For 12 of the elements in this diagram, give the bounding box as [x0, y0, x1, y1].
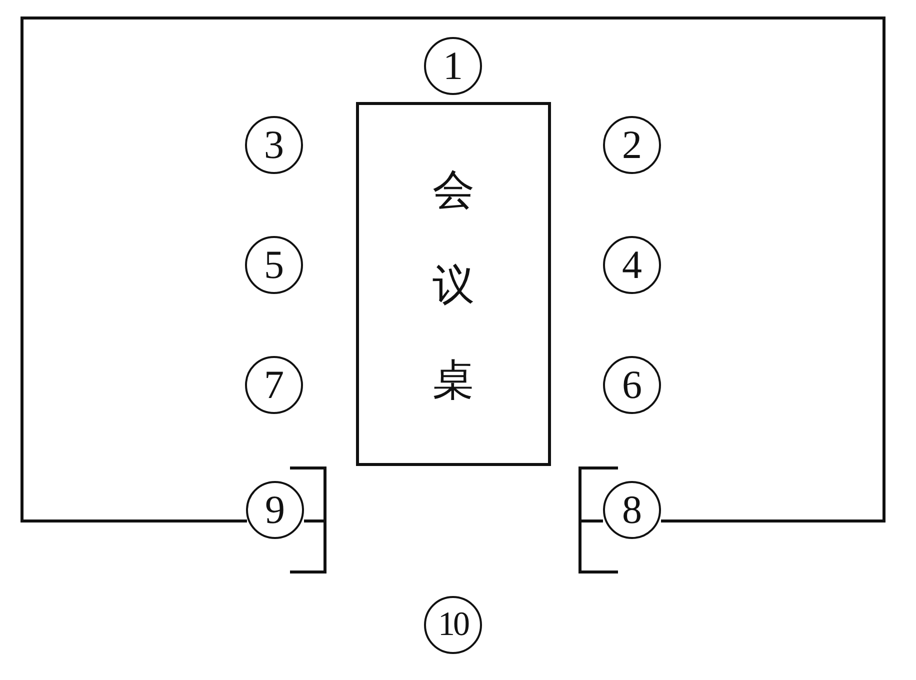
seat-marker: 4: [603, 236, 661, 294]
seat-marker: 8: [603, 481, 661, 539]
conference-table: [356, 102, 551, 466]
seat-marker: 7: [245, 356, 303, 414]
seat-marker: 3: [245, 116, 303, 174]
seat-marker: 6: [603, 356, 661, 414]
table-label: 会议桌: [432, 164, 476, 406]
seat-marker: 5: [245, 236, 303, 294]
seat-marker: 10: [424, 596, 482, 654]
seat-marker: 2: [603, 116, 661, 174]
seat-marker: 9: [246, 481, 304, 539]
seat-marker: 1: [424, 37, 482, 95]
